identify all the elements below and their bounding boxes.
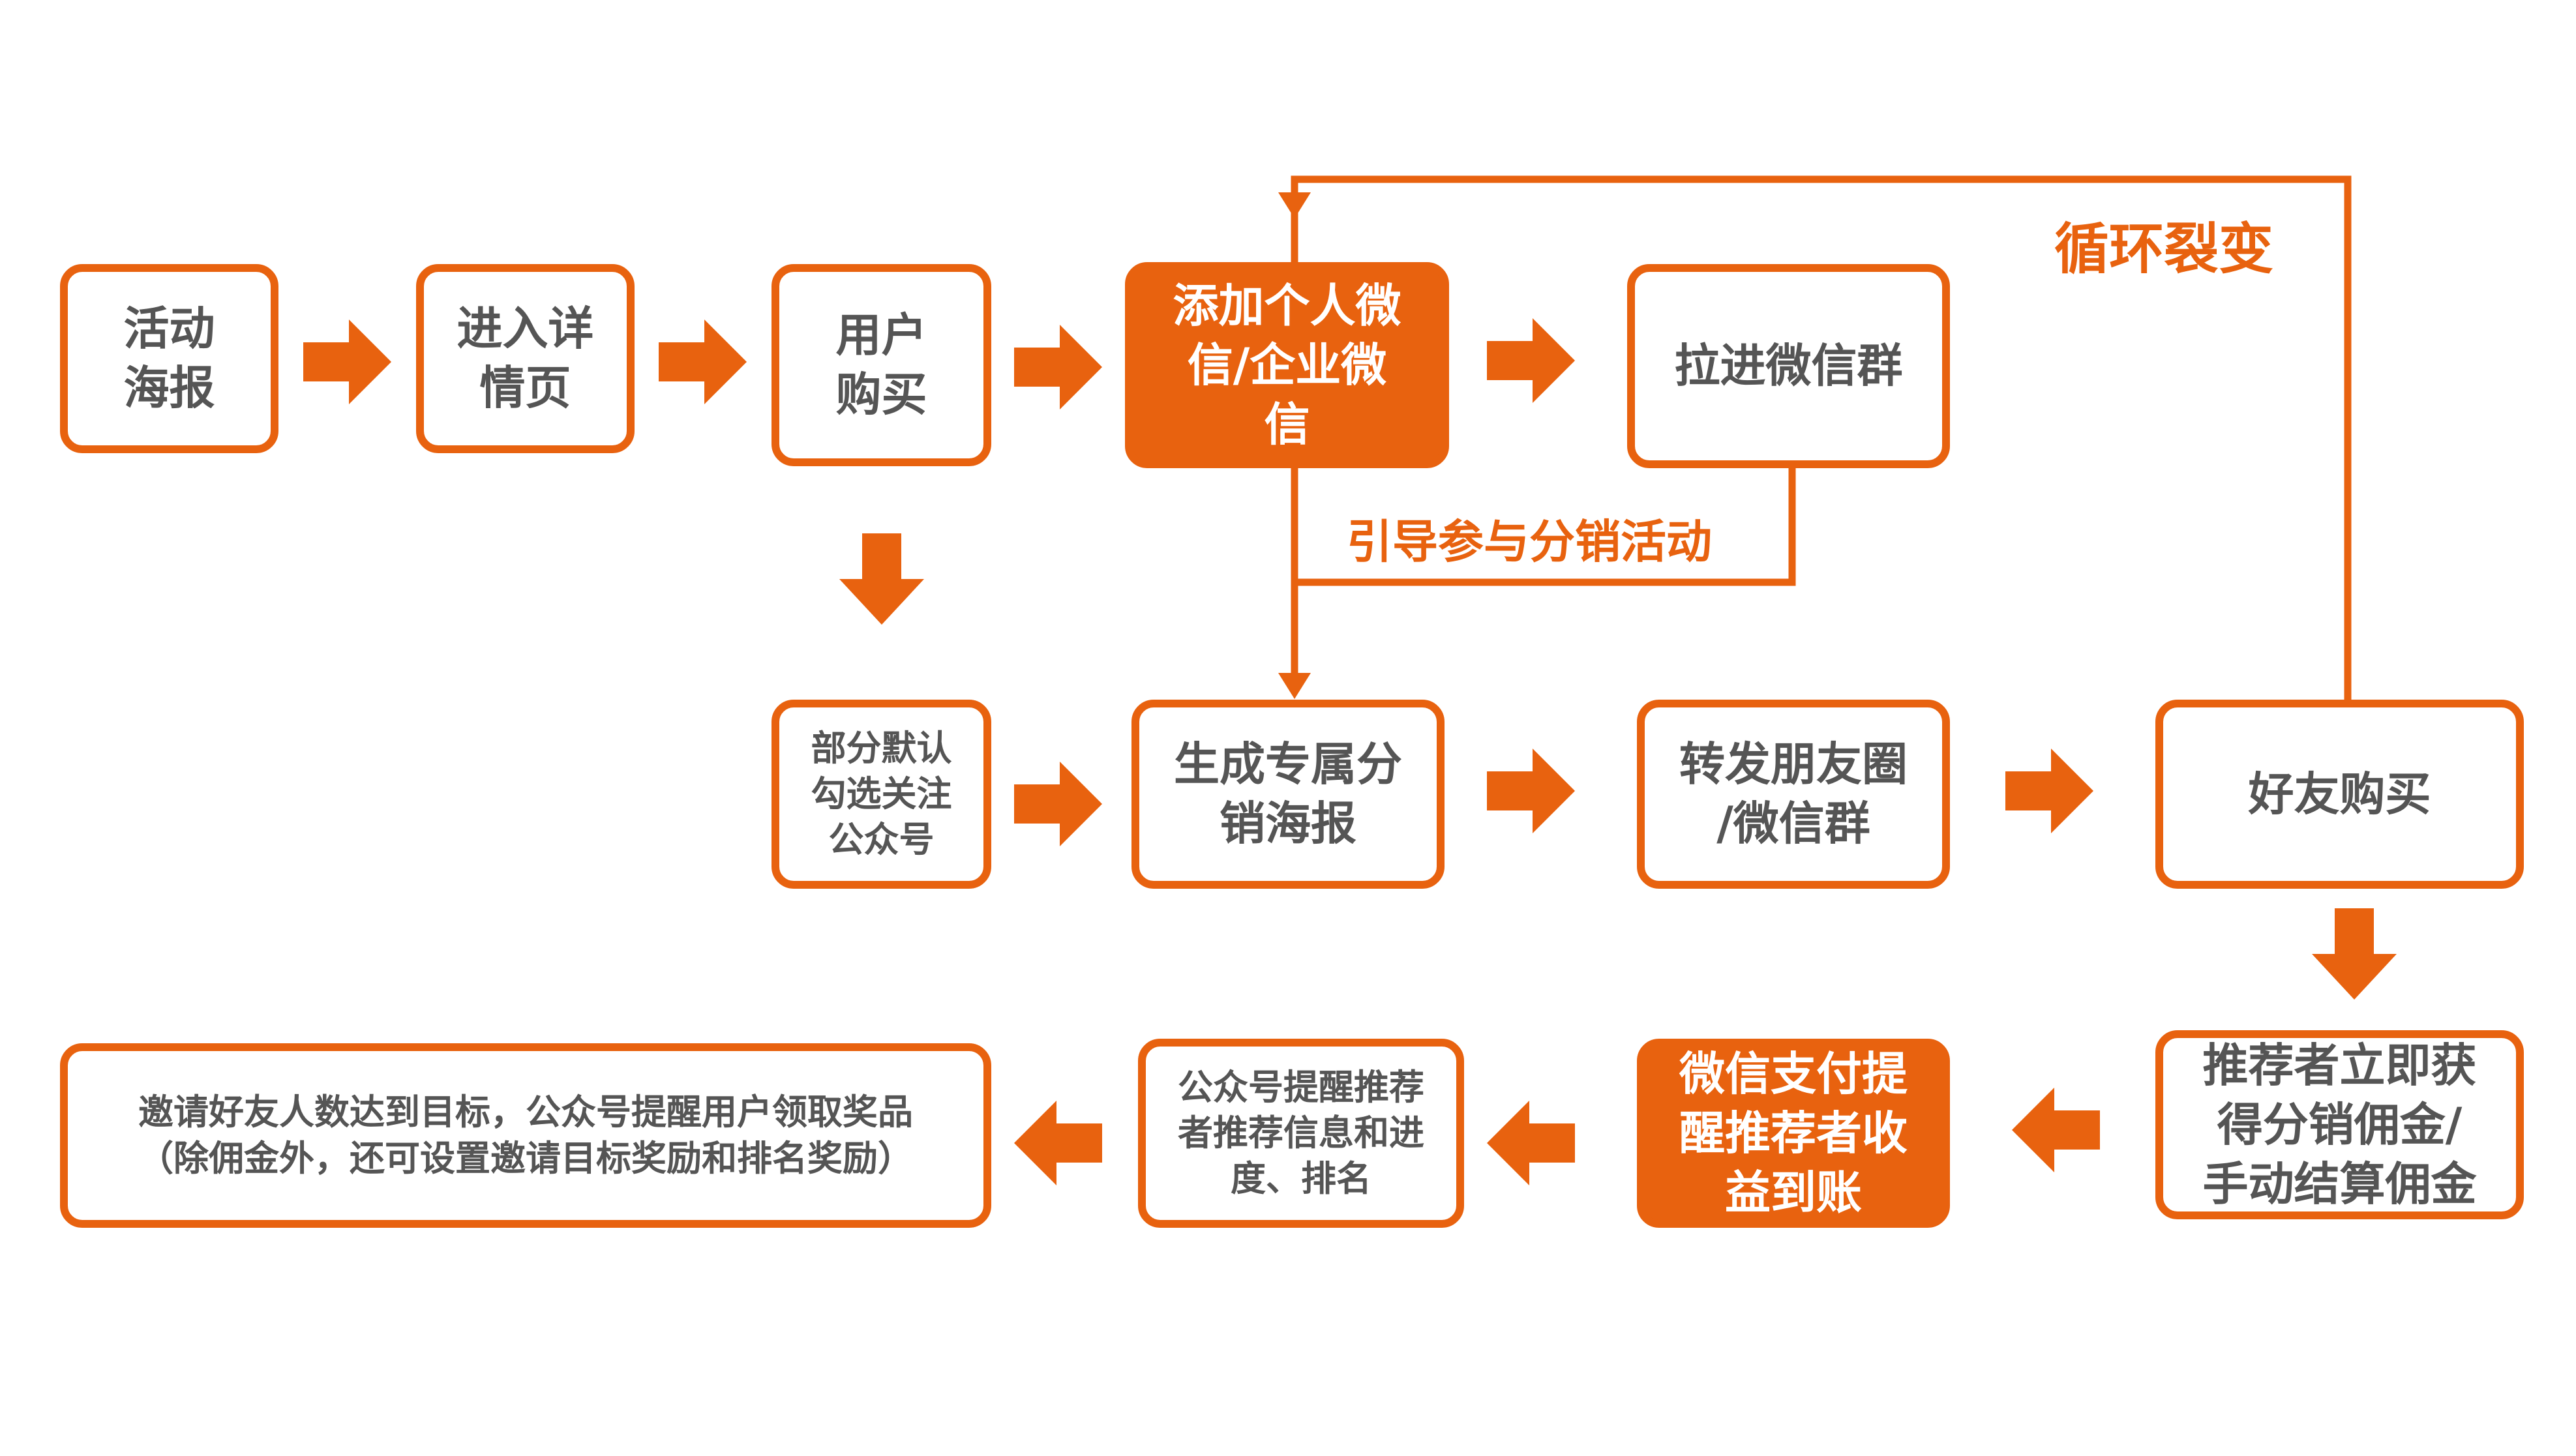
node-detail-page: 进入详 情页 — [416, 264, 635, 453]
node-join-group: 拉进微信群 — [1627, 264, 1950, 468]
arrow-right-1 — [303, 319, 391, 404]
node-friend-buy-text: 好友购买 — [2248, 767, 2431, 821]
arrow-right-3 — [1014, 325, 1102, 409]
arrow-left-1 — [2012, 1088, 2100, 1172]
node-user-purchase: 用户 购买 — [771, 264, 991, 466]
node-generate-poster: 生成专属分 销海报 — [1131, 700, 1445, 889]
arrow-right-7 — [2005, 749, 2093, 833]
arrow-right-4 — [1487, 318, 1575, 403]
node-add-wechat-text: 添加个人微 信/企业微 信 — [1173, 278, 1401, 451]
node-account-notice: 公众号提醒推荐 者推荐信息和进 度、排名 — [1138, 1039, 1464, 1228]
node-detail-page-text: 进入详 情页 — [457, 302, 594, 415]
node-follow-account-text: 部分默认 勾选关注 公众号 — [811, 727, 952, 861]
node-friend-buy: 好友购买 — [2155, 700, 2524, 889]
node-commission-text: 推荐者立即获 得分销佣金/ 手动结算佣金 — [2202, 1038, 2477, 1211]
arrow-left-3 — [1014, 1101, 1102, 1185]
guide-label: 引导参与分销活动 — [1347, 515, 1712, 569]
node-pay-notice: 微信支付提 醒推荐者收 益到账 — [1637, 1039, 1950, 1228]
arrow-down-1 — [839, 533, 924, 625]
arrow-down-2 — [2312, 908, 2397, 1000]
node-user-purchase-text: 用户 购买 — [835, 308, 927, 421]
arrow-right-6 — [1487, 749, 1575, 833]
guide-arrowhead-down — [1278, 673, 1311, 699]
node-add-wechat: 添加个人微 信/企业微 信 — [1125, 262, 1449, 468]
arrow-right-5 — [1014, 762, 1102, 846]
node-activity-poster-text: 活动 海报 — [123, 302, 215, 415]
node-share-text: 转发朋友圈 /微信群 — [1679, 737, 1908, 850]
guide-bracket-line — [1295, 468, 1796, 586]
node-generate-poster-text: 生成专属分 销海报 — [1174, 737, 1402, 850]
node-activity-poster: 活动 海报 — [60, 264, 278, 453]
arrow-left-2 — [1487, 1101, 1575, 1185]
node-follow-account: 部分默认 勾选关注 公众号 — [771, 700, 991, 889]
node-join-group-text: 拉进微信群 — [1674, 339, 1903, 393]
node-invite-reward: 邀请好友人数达到目标，公众号提醒用户领取奖品 （除佣金外，还可设置邀请目标奖励和… — [60, 1043, 991, 1228]
node-account-notice-text: 公众号提醒推荐 者推荐信息和进 度、排名 — [1178, 1066, 1424, 1200]
cycle-arrowhead-down — [1278, 192, 1311, 218]
node-invite-reward-text: 邀请好友人数达到目标，公众号提醒用户领取奖品 （除佣金外，还可设置邀请目标奖励和… — [138, 1092, 913, 1179]
cycle-label: 循环裂变 — [2054, 217, 2274, 281]
node-commission: 推荐者立即获 得分销佣金/ 手动结算佣金 — [2155, 1030, 2524, 1219]
arrow-right-2 — [659, 319, 747, 404]
node-share: 转发朋友圈 /微信群 — [1637, 700, 1950, 889]
node-pay-notice-text: 微信支付提 醒推荐者收 益到账 — [1679, 1047, 1908, 1219]
